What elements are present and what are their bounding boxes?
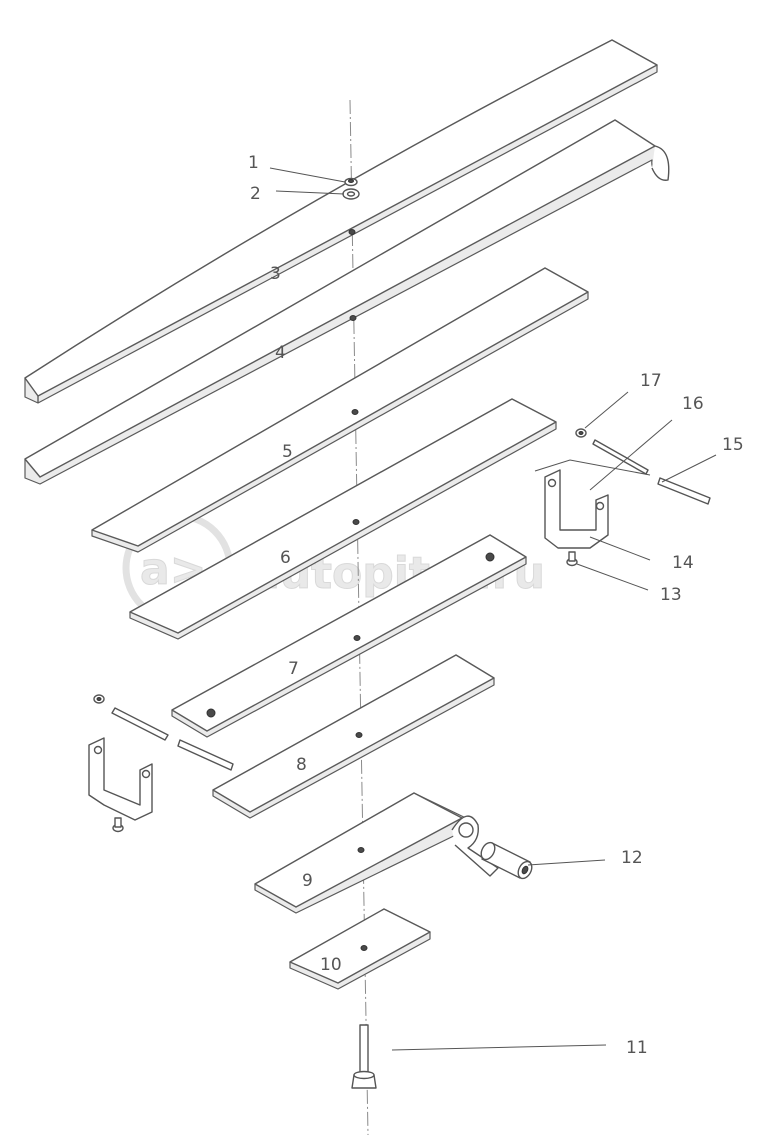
part-label-4: 4 (275, 343, 286, 363)
part-label-16: 16 (682, 394, 704, 414)
part-label-6: 6 (280, 548, 291, 568)
part-label-15: 15 (722, 435, 744, 455)
spring-leaf-4 (24, 119, 670, 485)
leader-lines (269, 167, 717, 1051)
part-label-17: 17 (640, 371, 662, 391)
part-label-3: 3 (270, 264, 281, 284)
part-label-12: 12 (621, 848, 643, 868)
part-label-13: 13 (660, 585, 682, 605)
rivet-lower (206, 708, 216, 718)
center-nut (344, 177, 358, 187)
part-label-9: 9 (302, 871, 313, 891)
part-label-5: 5 (282, 442, 293, 462)
center-holes (348, 229, 368, 951)
leaf-9-eye-hole (458, 822, 474, 838)
eye-bushing (480, 841, 533, 880)
spring-leaf-9 (254, 792, 499, 914)
spring-leaf-7 (171, 534, 527, 738)
part-label-8: 8 (296, 755, 307, 775)
part-label-2: 2 (250, 184, 261, 204)
spring-leaf-5 (91, 267, 589, 553)
spring-leaf-8 (212, 654, 495, 819)
part-label-14: 14 (672, 553, 694, 573)
part-labels: 1 2 3 4 5 6 7 8 9 10 11 12 13 14 15 16 1… (248, 153, 744, 1058)
rivet-upper (485, 552, 495, 562)
spring-leaf-3 (24, 39, 658, 404)
spring-leaf-6 (129, 398, 557, 640)
part-label-11: 11 (626, 1038, 648, 1058)
center-bolt (351, 1024, 377, 1089)
center-washer (342, 188, 360, 200)
part-label-1: 1 (248, 153, 259, 173)
part-label-7: 7 (288, 659, 299, 679)
right-clip-assembly (544, 428, 711, 567)
part-label-10: 10 (320, 955, 342, 975)
left-clip-assembly (88, 694, 234, 833)
spring-leaf-10 (289, 908, 431, 990)
